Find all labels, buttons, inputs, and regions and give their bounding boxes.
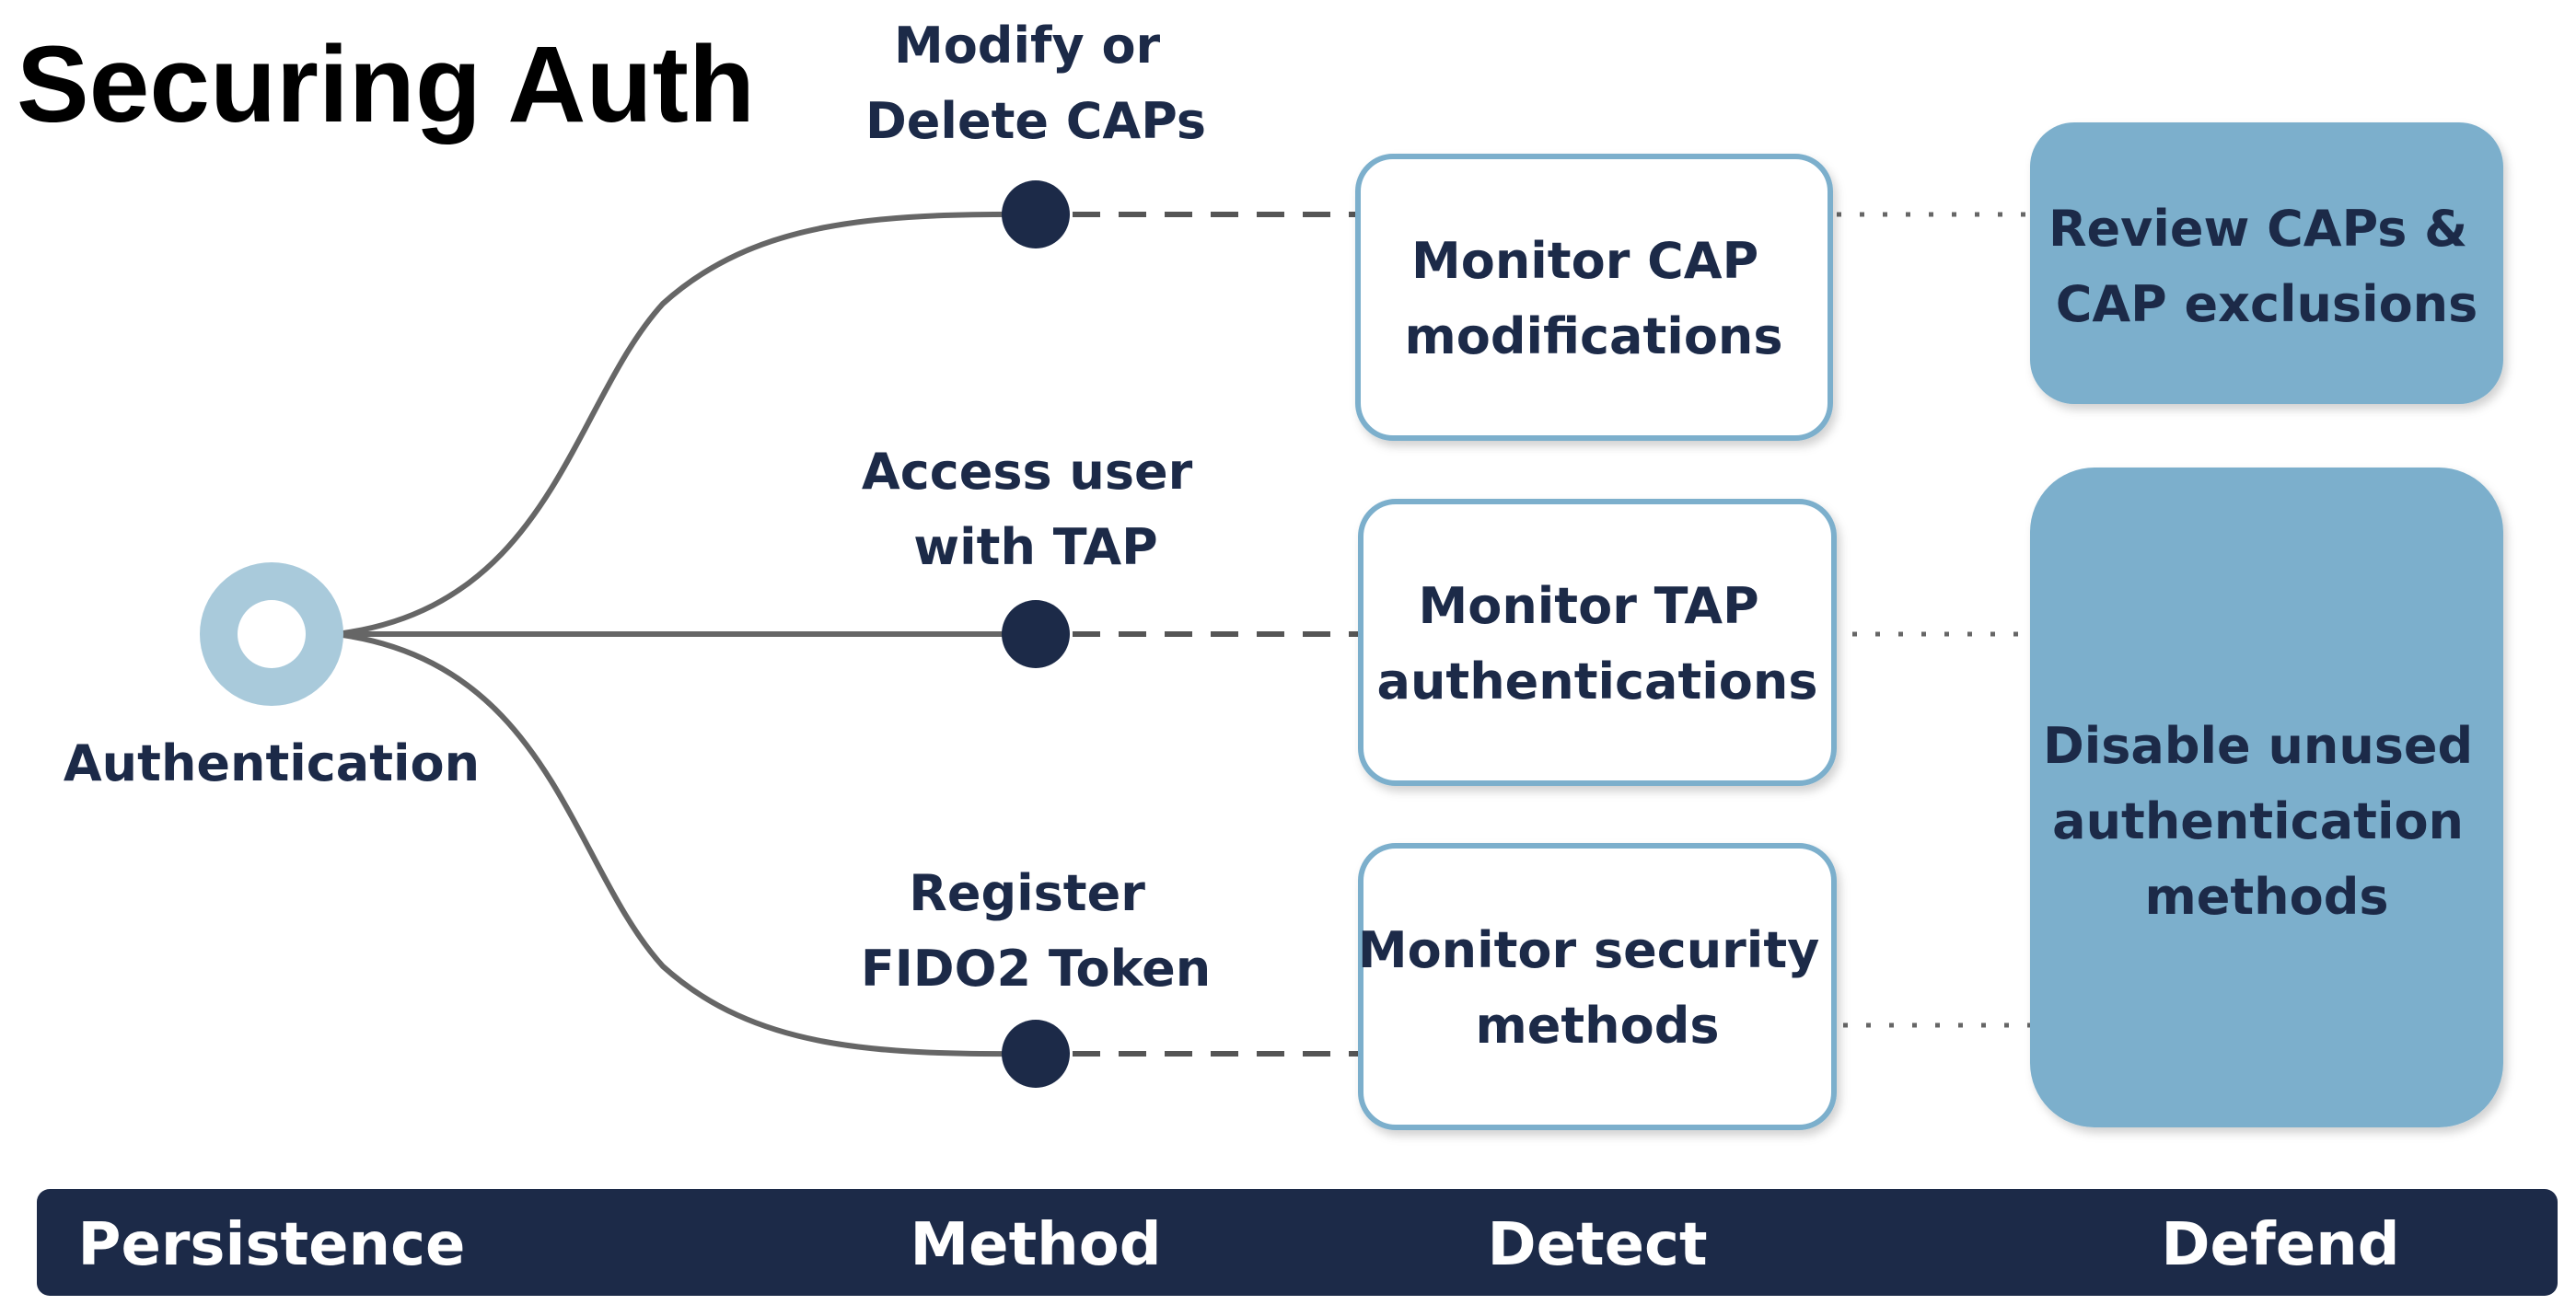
method-label-2-line-1: Access user [862, 443, 1193, 501]
detect-box-3 [1358, 843, 1837, 1130]
dashed-connectors [1073, 212, 1361, 1057]
method-label-3: Register FIDO2 Token [861, 864, 1211, 998]
dotted-connectors [1837, 212, 2030, 1028]
method-label-2: Access user with TAP [862, 443, 1210, 576]
detect-box-2-label: Monitor TAP authentications [1377, 577, 1818, 710]
connector-bottom [335, 631, 1037, 1057]
detect-box-1-line-1: Monitor CAP [1411, 232, 1758, 290]
defend-box-2-line-3: methods [2144, 868, 2388, 926]
defend-box-2-line-1: Disable unused [2043, 717, 2473, 775]
method-label-2-line-2: with TAP [913, 518, 1157, 576]
footer-defend-label: Defend [2161, 1211, 2399, 1279]
defend-box-1-label: Review CAPs & CAP exclusions [2048, 200, 2485, 333]
method-label-1-line-1: Modify or [894, 17, 1161, 75]
detect-box-3-line-1: Monitor security [1358, 921, 1820, 979]
root-node-label: Authentication [64, 734, 480, 792]
connector-top [335, 211, 1037, 637]
footer-method-label: Method [910, 1211, 1161, 1279]
detect-box-2-line-2: authentications [1377, 652, 1818, 710]
defend-box-2-line-2: authentication [2052, 792, 2464, 850]
method-label-1-line-2: Delete CAPs [865, 92, 1206, 150]
method-label-3-line-1: Register [909, 864, 1145, 922]
defend-box-1-line-2: CAP exclusions [2056, 275, 2478, 333]
detect-box-2-line-1: Monitor TAP [1419, 577, 1759, 635]
defend-box-1 [2030, 122, 2503, 404]
footer-background [37, 1189, 2558, 1296]
footer-persistence-label: Persistence [78, 1211, 466, 1279]
detect-box-1-line-2: modifications [1404, 307, 1782, 365]
defend-box-2-label: Disable unused authentication methods [2043, 717, 2490, 926]
root-node-center [238, 600, 306, 668]
method-node-2 [1002, 600, 1070, 668]
root-node [200, 562, 343, 706]
method-label-1: Modify or Delete CAPs [865, 17, 1206, 150]
method-node-1 [1002, 180, 1070, 248]
detect-box-1 [1355, 154, 1833, 441]
method-node-3 [1002, 1020, 1070, 1088]
method-label-3-line-2: FIDO2 Token [861, 940, 1211, 998]
detect-box-3-label: Monitor security methods [1358, 921, 1837, 1055]
tree-connectors [335, 211, 1037, 1057]
detect-box-2 [1358, 499, 1837, 786]
detect-box-1-label: Monitor CAP modifications [1404, 232, 1782, 365]
detect-box-3-line-2: methods [1475, 997, 1719, 1055]
defend-box-2 [2030, 468, 2503, 1127]
defend-box-1-line-1: Review CAPs & [2048, 200, 2467, 258]
footer-bar: Persistence Method Detect Defend [37, 1189, 2558, 1296]
footer-detect-label: Detect [1487, 1211, 1707, 1279]
page-title: Securing Auth [17, 24, 755, 145]
